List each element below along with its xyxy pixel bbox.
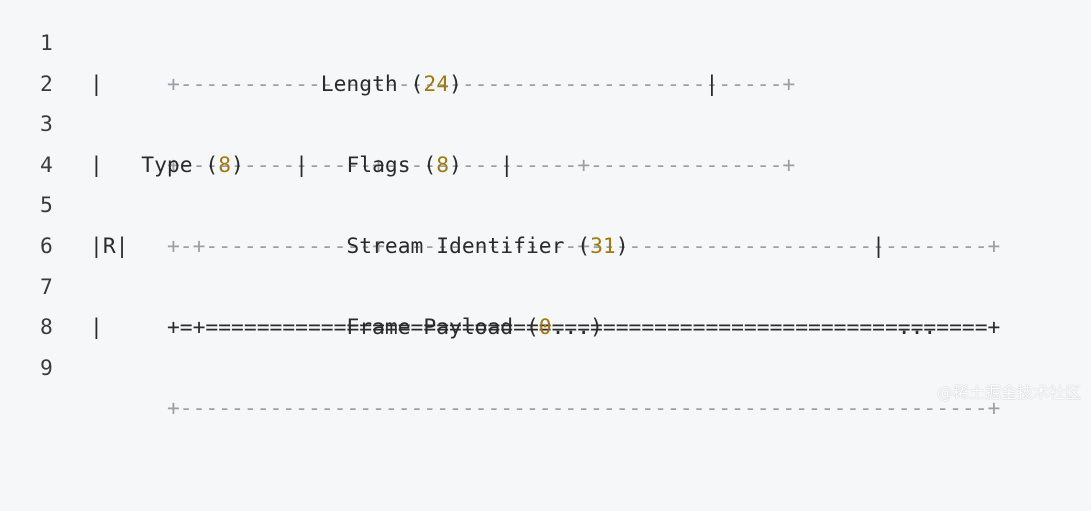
field-bit-count: 0 [538,315,552,341]
code-line: 3 +---------------+---------------+-----… [0,105,1091,178]
code-line: 9 +-------------------------------------… [0,349,1091,422]
line-content: |R| Stream Identifier (31) | [90,227,885,268]
field-text: ) | [449,152,514,178]
site-watermark: @稀土掘金技术社区 [936,383,1081,402]
line-number: 4 [40,152,53,178]
line-content: +---------------------------------------… [90,24,795,146]
line-number: 5 [40,193,53,219]
code-line: 5 +-+-------------+---------------+-----… [0,186,1091,259]
diagram-border: +---------------+---------------+-------… [166,152,796,178]
diagram-border: +---------------------------------------… [166,71,796,97]
field-bit-count: 8 [436,152,450,178]
field-text: | Frame Payload ( [90,315,539,341]
code-line: 6 |R| Stream Identifier (31) | [0,227,1091,268]
field-text: | Length ( [90,71,424,97]
field-text: ) | Flags ( [231,152,437,178]
code-line: 8 | Frame Payload (0...) ... [0,308,1091,349]
field-bit-count: 24 [423,71,450,97]
code-line: 1 +-------------------------------------… [0,24,1091,97]
line-content: | Type (8) | Flags (8) | [90,146,513,187]
line-number: 9 [40,355,53,381]
code-line: 4 | Type (8) | Flags (8) | [0,146,1091,187]
code-line: 2 | Length (24) | [0,65,1091,106]
line-content: +---------------------------------------… [90,349,1000,471]
field-bit-count: 8 [218,152,232,178]
field-text: ) | [449,71,719,97]
field-text: ) | [615,233,885,259]
line-content: +=+=====================================… [90,268,1000,390]
field-text: ...) ... [551,315,937,341]
field-text: |R| Stream Identifier ( [90,233,591,259]
line-content: | Length (24) | [90,65,718,106]
line-content: +-+-------------+---------------+-------… [90,186,1000,308]
line-content: +---------------+---------------+-------… [90,105,795,227]
field-text: | Type ( [90,152,219,178]
field-bit-count: 31 [590,233,616,259]
line-number: 8 [40,315,53,341]
diagram-border: +=+=====================================… [166,315,1001,341]
line-number: 6 [40,233,53,259]
line-number: 1 [40,31,53,56]
line-content: | Frame Payload (0...) ... [90,308,936,349]
line-number: 3 [40,112,53,138]
line-number: 2 [40,71,53,97]
code-block: 1 +-------------------------------------… [0,24,1091,422]
line-number: 7 [40,274,53,300]
diagram-border: +-+-------------+---------------+-------… [166,233,1001,259]
code-line: 7 +=+===================================… [0,268,1091,341]
